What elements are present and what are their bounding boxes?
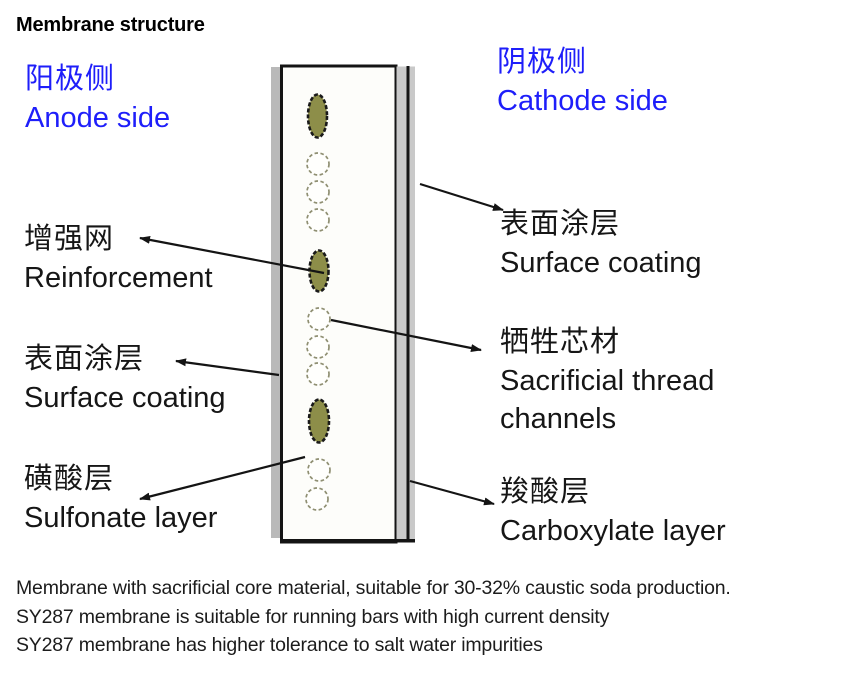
sacrificial-arrow	[330, 318, 482, 352]
reinforcement-zh: 增强网	[24, 223, 115, 255]
sulfonate-layer-label: 磺酸层 Sulfonate layer	[24, 459, 217, 537]
anode-side-en: Anode side	[25, 102, 171, 134]
sacrificial-channels-zh: 牺牲芯材	[500, 326, 621, 358]
surface-coating-right-zh: 表面涂层	[500, 208, 621, 240]
membrane-cross-section	[271, 64, 415, 544]
carboxylate-layer-label: 羧酸层 Carboxylate layer	[500, 472, 726, 550]
reinforcement-oval	[307, 398, 331, 444]
reinforcement-label: 增强网 Reinforcement	[24, 219, 213, 297]
footer-line-2: SY287 membrane is suitable for running b…	[16, 605, 610, 628]
surface-coating-right-arrow	[419, 182, 504, 212]
channel-circle	[306, 152, 330, 176]
channel-circle	[307, 458, 331, 482]
cathode-surface-coating-strip	[409, 66, 415, 541]
page-title: Membrane structure	[16, 14, 205, 36]
membrane-body	[280, 64, 398, 544]
surface-coating-left-en: Surface coating	[24, 382, 226, 414]
channel-circle	[306, 180, 330, 204]
reinforcement-oval	[306, 93, 329, 139]
membrane-bottom-edge	[281, 539, 415, 543]
sulfonate-layer-en: Sulfonate layer	[24, 502, 218, 534]
sulfonate-arrow	[139, 455, 306, 501]
surface-coating-left-arrow	[175, 358, 280, 377]
carboxylate-layer-en: Carboxylate layer	[500, 515, 726, 547]
surface-coating-left-zh: 表面涂层	[24, 343, 145, 375]
anode-side-zh: 阳极侧	[25, 63, 116, 95]
reinforcement-en: Reinforcement	[24, 262, 213, 294]
reinforcement-arrow	[139, 235, 325, 275]
sacrificial-channels-label: 牺牲芯材 Sacrificial thread channels	[500, 322, 758, 438]
channel-circle	[307, 307, 331, 331]
surface-coating-right-label: 表面涂层 Surface coating	[500, 204, 702, 282]
channel-circle	[306, 335, 330, 359]
footer-notes: Membrane with sacrificial core material,…	[16, 574, 856, 660]
carboxylate-layer-zh: 羧酸层	[500, 476, 591, 508]
sacrificial-channel-circles	[305, 152, 331, 511]
anode-surface-coating-strip	[271, 67, 281, 538]
sulfonate-layer-zh: 磺酸层	[24, 463, 115, 495]
footer-line-1: Membrane with sacrificial core material,…	[16, 577, 731, 599]
annotation-arrows	[139, 182, 504, 506]
channel-circle	[305, 487, 329, 511]
cathode-side-en: Cathode side	[497, 85, 668, 117]
sacrificial-channels-en: Sacrificial thread channels	[500, 365, 715, 435]
anode-side-label: 阳极侧 Anode side	[25, 59, 170, 137]
cathode-side-zh: 阴极侧	[497, 46, 588, 78]
footer-line-3: SY287 membrane has higher tolerance to s…	[16, 634, 543, 656]
reinforcement-ovals	[306, 93, 331, 444]
surface-coating-left-label: 表面涂层 Surface coating	[24, 339, 226, 417]
channel-circle	[306, 362, 330, 386]
layer-divider-line	[406, 66, 410, 542]
carboxylate-arrow	[409, 479, 495, 506]
channel-circle	[306, 208, 330, 232]
surface-coating-right-en: Surface coating	[500, 247, 702, 279]
carboxylate-layer-strip	[396, 66, 407, 541]
cathode-side-label: 阴极侧 Cathode side	[497, 42, 668, 120]
